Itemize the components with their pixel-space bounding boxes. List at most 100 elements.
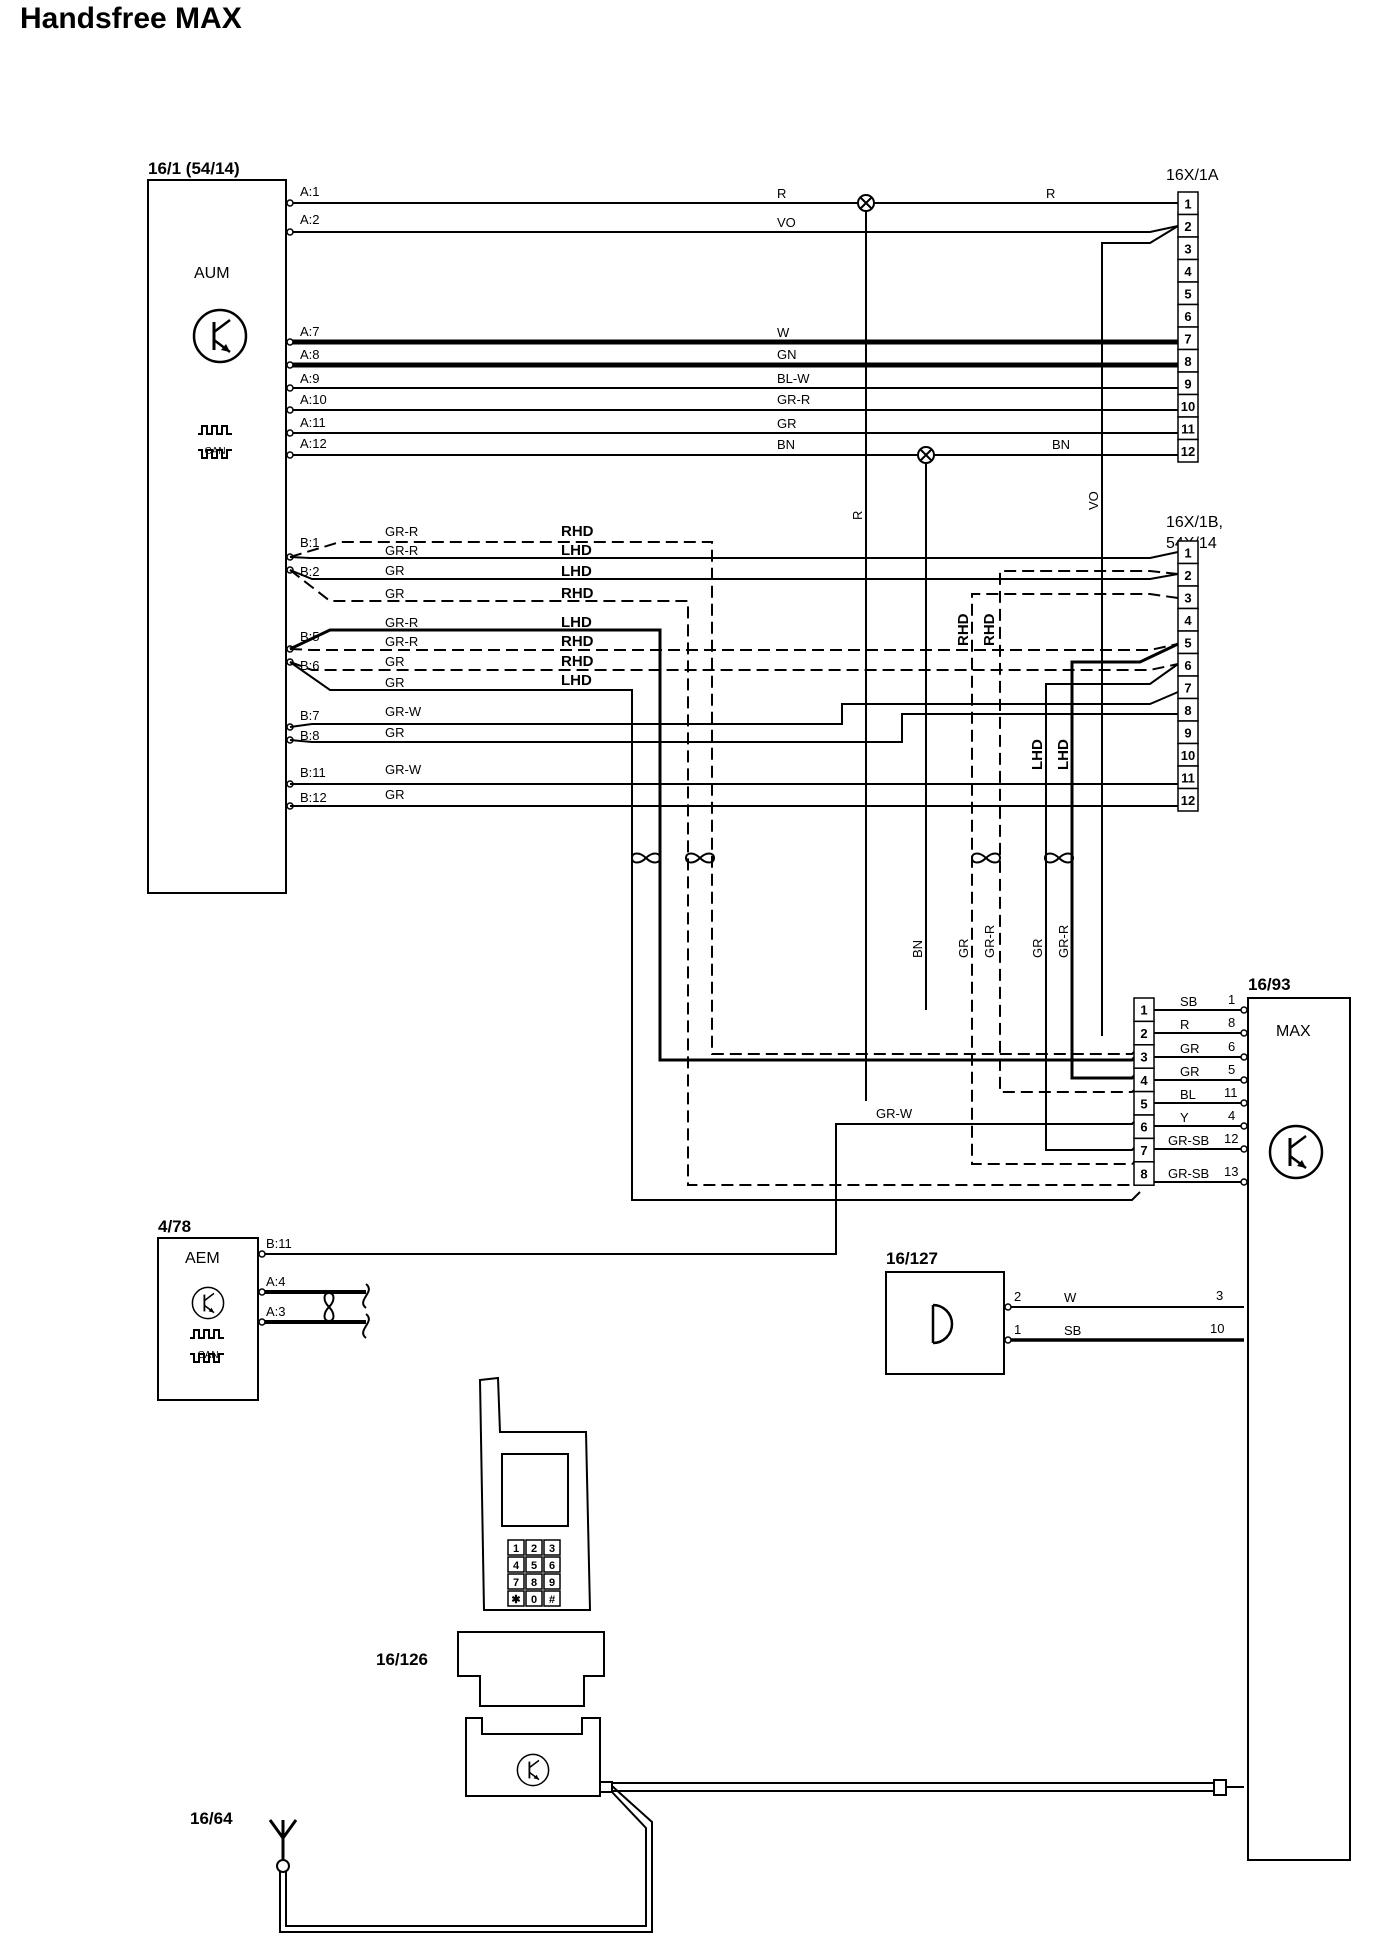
pin-label: A:1	[300, 184, 320, 199]
wire-color: BN	[910, 940, 925, 958]
mic-wires	[1008, 1306, 1244, 1342]
pin-label: B:12	[300, 790, 327, 805]
keypad-key	[507, 1590, 525, 1607]
wire-color: GR	[385, 586, 405, 601]
connector-pin-number: 1	[1184, 545, 1191, 560]
keypad-key-label: 7	[513, 1577, 519, 1589]
aem-transistor-icon	[191, 1286, 225, 1320]
wire-color: GR-W	[385, 762, 422, 777]
keypad-key-label: 3	[549, 1543, 555, 1555]
wire-color: GR-R	[982, 925, 997, 958]
pin-label: B:7	[300, 708, 320, 723]
wire-color: VO	[777, 215, 796, 230]
aum-b-wire-colors: GR-R GR-R GR GR GR-R GR-R GR GR RHD LHD …	[385, 523, 594, 802]
connector-pin-number: 10	[1181, 748, 1195, 763]
pin-label: A:12	[300, 436, 327, 451]
side-label: LHD	[561, 542, 592, 559]
connector-pin-number: 5	[1140, 1096, 1147, 1111]
wire-color: GR	[1180, 1041, 1200, 1056]
keypad-key	[507, 1573, 525, 1590]
keypad-key-label: #	[549, 1594, 555, 1606]
pin-label: 3	[1216, 1288, 1223, 1303]
splice-r	[857, 194, 875, 212]
wire-color: BN	[777, 437, 795, 452]
aem-pins: B:11 A:4 A:3	[266, 1236, 292, 1319]
aum-a-wires	[290, 202, 1179, 456]
keypad-key	[525, 1573, 543, 1590]
connector-pin-cell	[1133, 1161, 1155, 1186]
connector-pin-number: 12	[1181, 444, 1195, 459]
connector-pin-number: 1	[1184, 196, 1191, 211]
keypad-key-label: 1	[513, 1543, 519, 1555]
keypad-key-label: 2	[531, 1543, 537, 1555]
pin-label: 1	[1228, 992, 1235, 1007]
side-label: RHD	[955, 613, 972, 646]
wire-color: GR	[1180, 1064, 1200, 1079]
keypad-key-label: ✱	[511, 1594, 520, 1606]
vertical-wires	[865, 211, 1179, 1165]
side-label: LHD	[1055, 739, 1072, 770]
aum-b-wires	[289, 541, 1179, 1201]
max-ref: 16/93	[1248, 975, 1291, 994]
microphone-icon	[932, 1303, 954, 1345]
vertical-labels: R VO BN GR GR-R GR GR-R RHD RHD LHD LHD	[850, 491, 1101, 958]
max-pin-labels: SB R GR GR BL Y GR-SB GR-SB 1 8 6 5 11 4…	[1168, 992, 1238, 1181]
connector-pin-number: 3	[1184, 241, 1191, 256]
pin-label: B:11	[266, 1236, 292, 1251]
connector-pin-number: 3	[1184, 590, 1191, 605]
wire-color: BN	[1052, 437, 1070, 452]
wire-color: GR	[956, 939, 971, 959]
side-label: RHD	[561, 653, 594, 670]
connector-pin-number: 7	[1184, 680, 1191, 695]
pin-label: 12	[1224, 1131, 1238, 1146]
grw-wire	[262, 1115, 1141, 1255]
wire-color: GR-R	[385, 543, 418, 558]
connector-pin-number: 6	[1184, 658, 1191, 673]
holder-transistor-icon	[516, 1753, 550, 1787]
aum-name: AUM	[194, 265, 230, 282]
connector-pin-number: 8	[1184, 354, 1191, 369]
pin-label: B:5	[300, 629, 320, 644]
connector-pin-number: 5	[1184, 635, 1191, 650]
aem-name: AEM	[185, 1250, 220, 1267]
aem-ref: 4/78	[158, 1217, 191, 1236]
wire-color: GR-SB	[1168, 1166, 1209, 1181]
pin-label: A:11	[300, 415, 326, 430]
connector-ref: 16X/1A	[1166, 167, 1219, 184]
pin-label: 13	[1224, 1164, 1238, 1179]
pin-label: 6	[1228, 1039, 1235, 1054]
twist-pair-icon	[1044, 852, 1074, 864]
pin-label: 2	[1014, 1289, 1021, 1304]
connector-pin-number: 11	[1181, 421, 1195, 436]
wire-color: W	[777, 325, 790, 340]
max-module: 16/93 MAX	[1247, 975, 1351, 1861]
connector-ref: 16X/1B,	[1166, 514, 1223, 531]
connector-pin-number: 5	[1184, 286, 1191, 301]
wire-color: R	[1046, 186, 1055, 201]
side-label: RHD	[561, 523, 594, 540]
splice-bn	[917, 446, 935, 464]
wire-color: GR	[385, 563, 405, 578]
aum-a-pins: A:1 A:2 A:7 A:8 A:9 A:10 A:11 A:12	[300, 184, 327, 451]
wire-color: GR-R	[385, 615, 418, 630]
wire-color: GR	[777, 416, 797, 431]
pin-label: B:2	[300, 564, 320, 579]
pin-label: A:4	[266, 1274, 286, 1289]
wire-color: SB	[1180, 994, 1197, 1009]
pin-label: 1	[1014, 1322, 1021, 1337]
keypad-key	[543, 1556, 561, 1573]
pin-label: 10	[1210, 1321, 1224, 1336]
wire-color: GR-R	[777, 392, 810, 407]
aum-module: 16/1 (54/14) AUM CAN	[147, 159, 287, 894]
keypad-key-label: 5	[531, 1560, 537, 1572]
max-transistor-icon	[1268, 1124, 1324, 1180]
aum-ref: 16/1 (54/14)	[148, 159, 240, 178]
connector-pin-number: 2	[1184, 219, 1191, 234]
wire-color: GR	[1030, 939, 1045, 959]
wire-color: GR-SB	[1168, 1133, 1209, 1148]
keypad-key	[543, 1590, 561, 1607]
